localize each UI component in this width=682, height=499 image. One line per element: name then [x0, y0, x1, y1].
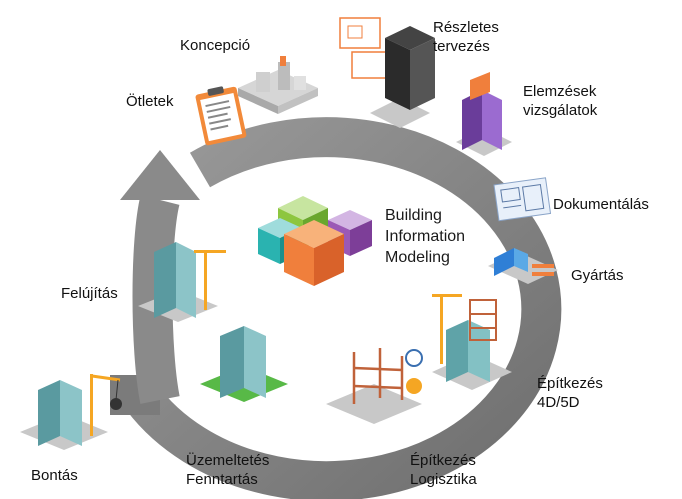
- logisztika-line-2: Logisztika: [410, 471, 477, 488]
- stage-label-epitkezes-logisztika: Építkezés Logisztika: [410, 451, 477, 489]
- bim-title-line-1: Building: [385, 207, 442, 224]
- stage-label-dokumentalas: Dokumentálás: [553, 196, 649, 213]
- demolition-building-illustration: [20, 374, 122, 450]
- uzemeltetes-line-2: Fenntartás: [186, 471, 258, 488]
- uzemeltetes-line-1: Üzemeltetés: [186, 452, 270, 469]
- logisztika-line-1: Építkezés: [410, 452, 476, 469]
- bim-title: Building Information Modeling: [385, 205, 465, 268]
- stage-label-uzemeltetes: Üzemeltetés Fenntartás: [186, 451, 269, 489]
- construction-4d5d-illustration: [432, 294, 512, 390]
- bim-title-line-2: Information: [385, 228, 466, 245]
- fabrication-illustration: [488, 248, 558, 284]
- operations-building-illustration: [200, 326, 288, 402]
- detailed-design-illustration: [339, 17, 435, 128]
- bim-title-line-3: Modeling: [385, 249, 450, 266]
- renovation-building-illustration: [138, 242, 226, 322]
- epitkezes4d-line-2: 4D/5D: [537, 394, 580, 411]
- stage-label-epitkezes-4d5d: Építkezés 4D/5D: [537, 374, 603, 412]
- stopwatch-icon: [405, 349, 423, 367]
- wrecking-ball-icon: [110, 398, 122, 410]
- concept-massing-illustration: [238, 56, 318, 114]
- stage-label-otletek: Ötletek: [126, 93, 174, 110]
- cycle-arrow-head: [120, 150, 200, 200]
- reszletes-line-1: Részletes: [433, 19, 499, 36]
- elemzesek-line-1: Elemzések: [523, 83, 597, 100]
- stage-label-reszletes-tervezes: Részletes tervezés: [433, 18, 499, 56]
- dollar-coin-icon: [406, 378, 422, 394]
- stage-label-koncepcio: Koncepció: [180, 37, 251, 54]
- stage-label-gyartas: Gyártás: [571, 267, 624, 284]
- clipboard-illustration: [195, 86, 247, 146]
- documentation-drawing-illustration: [493, 177, 552, 222]
- reszletes-line-2: tervezés: [433, 38, 490, 55]
- construction-logistics-illustration: [326, 348, 423, 424]
- stage-label-bontas: Bontás: [31, 467, 78, 484]
- cycle-ring: [110, 117, 562, 499]
- bim-cube-logo: [258, 196, 372, 286]
- elemzesek-line-2: vizsgálatok: [523, 102, 598, 119]
- analysis-building-illustration: [456, 72, 512, 156]
- stage-label-felujitas: Felújítás: [61, 285, 118, 302]
- epitkezes4d-line-1: Építkezés: [537, 375, 603, 392]
- stage-label-elemzesek: Elemzések vizsgálatok: [523, 82, 597, 120]
